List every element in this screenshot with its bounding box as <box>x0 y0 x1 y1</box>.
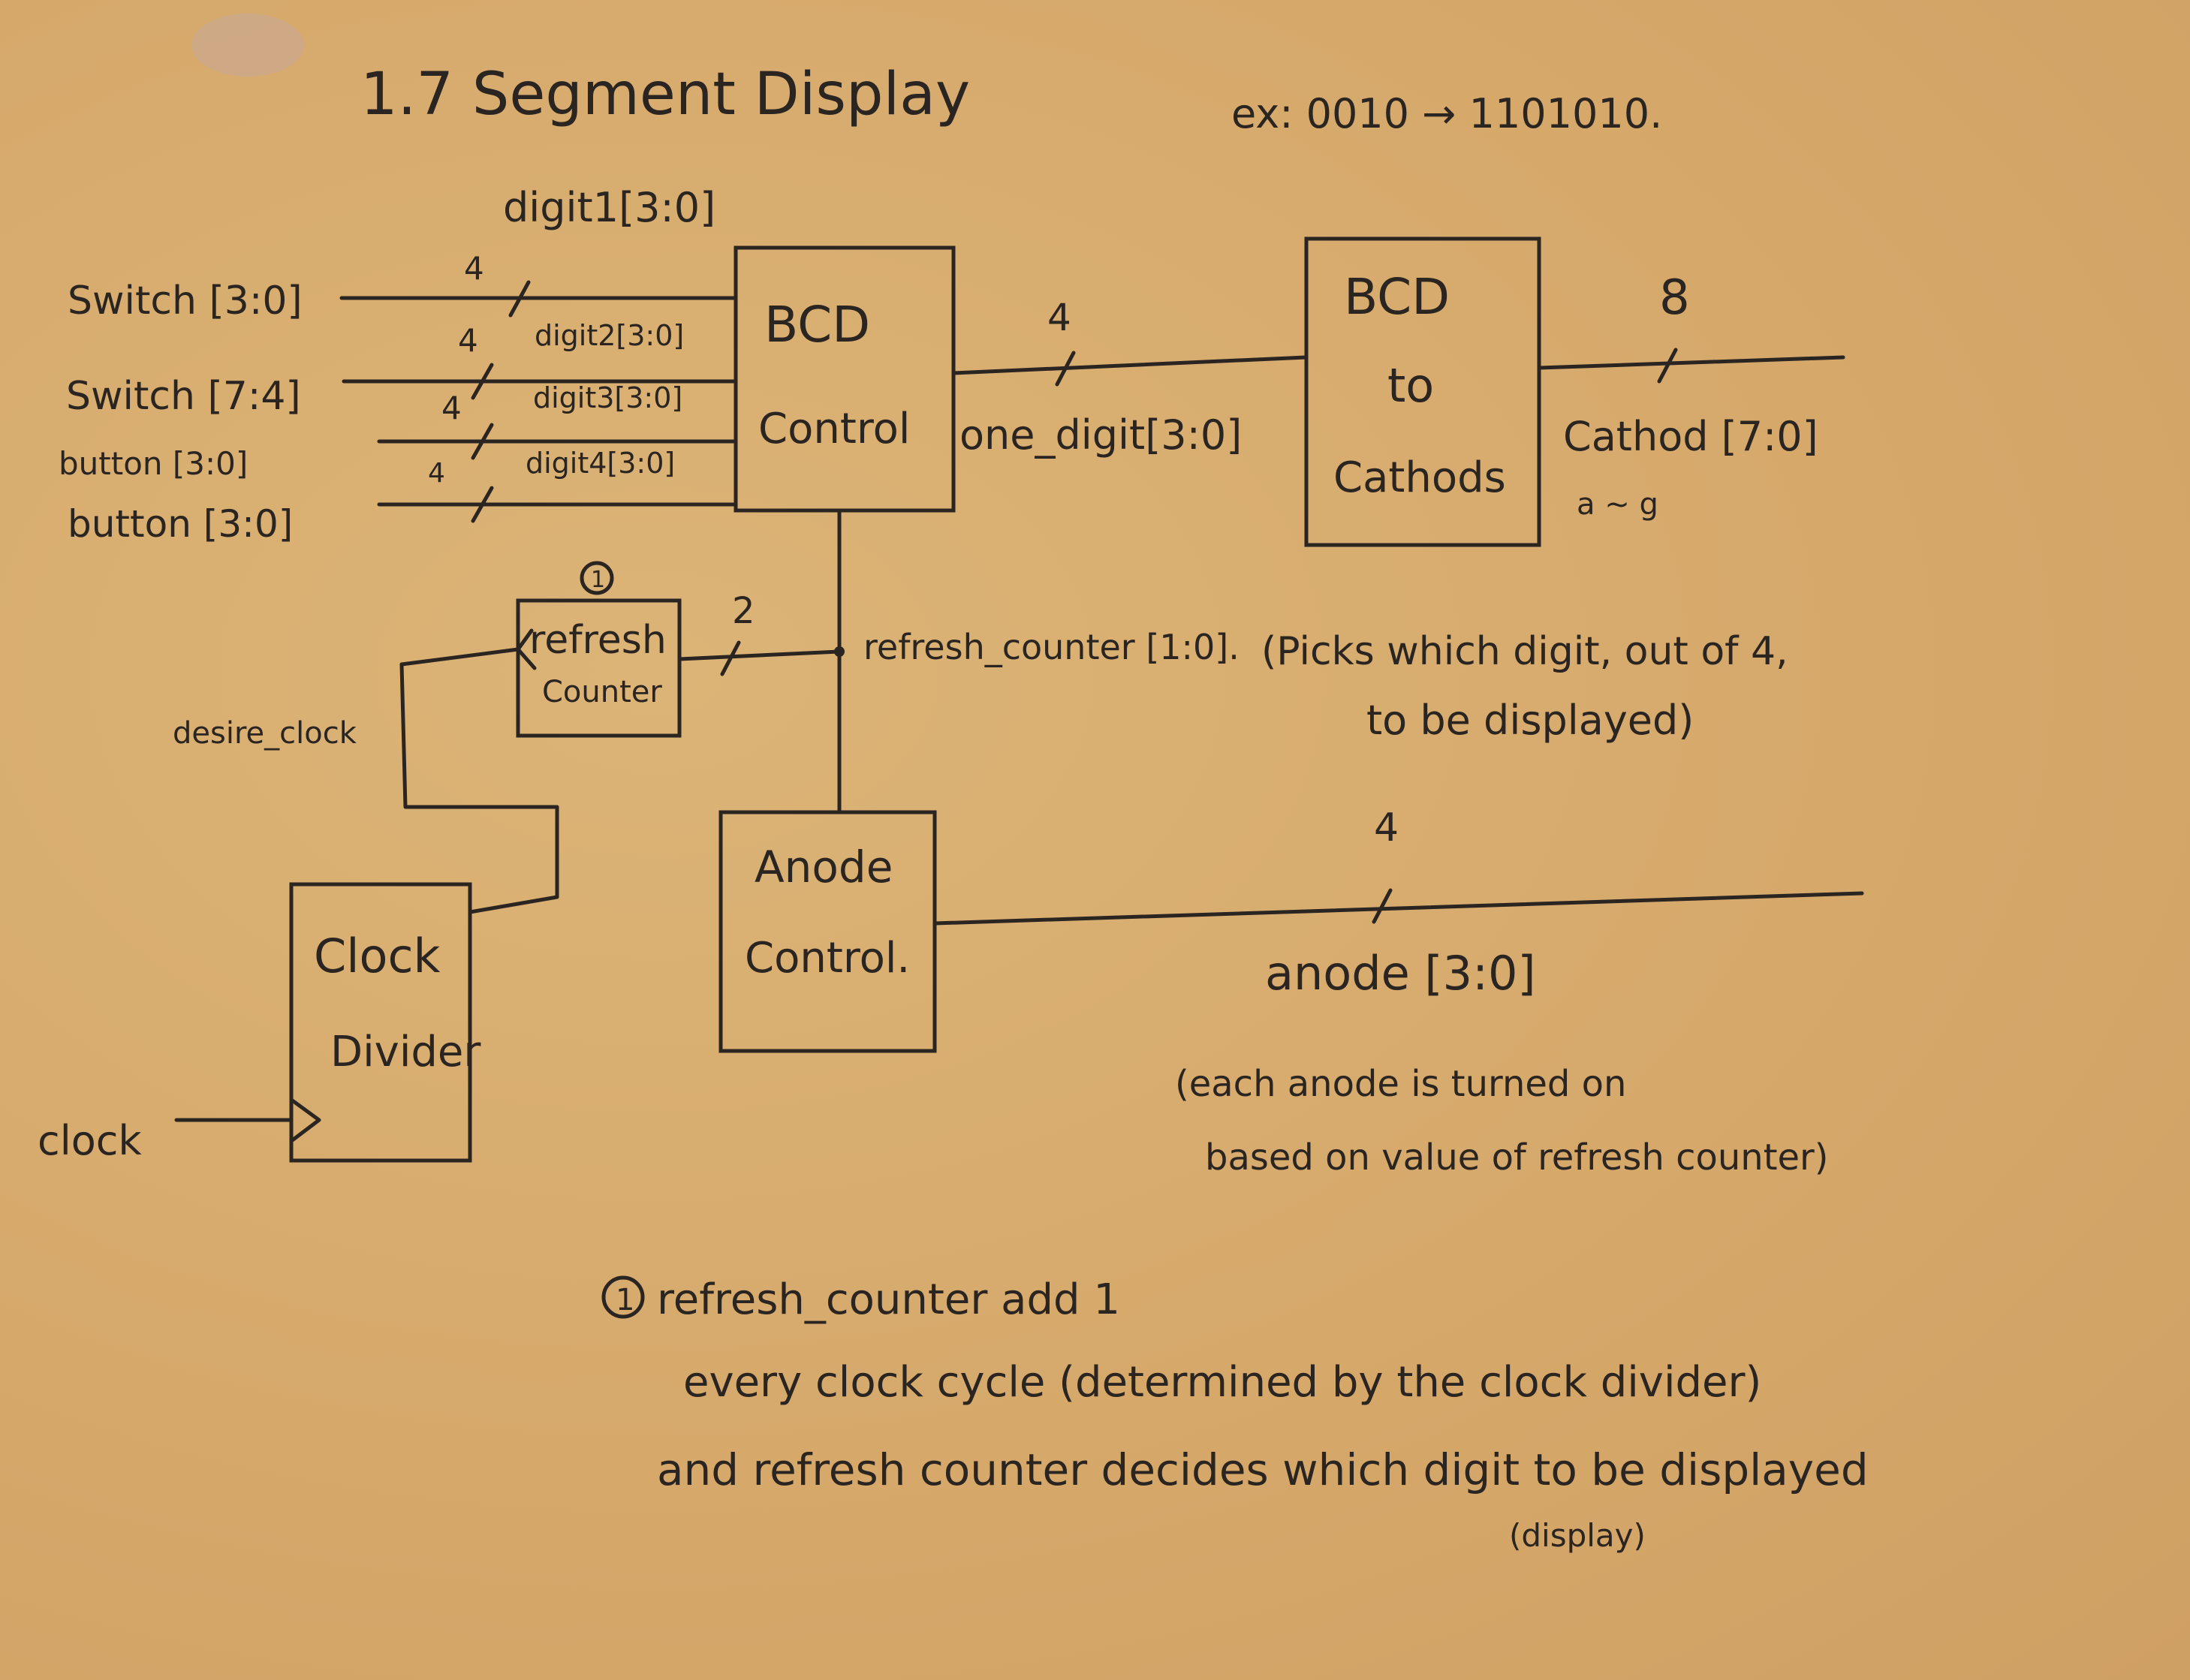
digit1-label: digit1[3:0] <box>503 184 715 231</box>
footnote-line4: (display) <box>1509 1517 1646 1554</box>
one-digit-width: 4 <box>1047 296 1071 339</box>
bcd-control-block <box>734 245 956 513</box>
refresh-note-line2: to be displayed) <box>1366 697 1694 744</box>
refresh-counter-block <box>516 598 682 738</box>
button-a-label: button [3:0] <box>59 445 248 482</box>
one-digit-label: one_digit[3:0] <box>959 411 1242 459</box>
cathode-bus <box>1537 348 1845 384</box>
desire-clock-wire <box>399 628 559 914</box>
bcd-control-label-2: Control <box>758 405 910 453</box>
anode-note-line1: (each anode is turned on <box>1175 1063 1626 1105</box>
refresh-signal-label: refresh_counter [1:0]. <box>863 627 1240 667</box>
bcd-to-cathode-label-2: to <box>1387 358 1434 413</box>
bus-width-2: 4 <box>458 322 478 359</box>
bcd-control-label-1: BCD <box>764 296 870 354</box>
button-b-bus <box>377 486 738 523</box>
bcd-to-cathode-block <box>1304 236 1541 547</box>
bcd-to-cathode-label-1: BCD <box>1344 268 1450 326</box>
switch-high-label: Switch [7:4] <box>66 374 301 419</box>
anode-bus <box>932 888 1864 926</box>
example-note: ex: 0010 → 1101010. <box>1231 90 1662 137</box>
refresh-counter-label-1: refresh <box>529 618 667 663</box>
desire-clock-label: desire_clock <box>173 716 357 751</box>
anode-label: anode [3:0] <box>1265 946 1536 1001</box>
bcd-to-cathode-label-3: Cathods <box>1333 453 1506 502</box>
digit3-label: digit3[3:0] <box>533 381 682 414</box>
clock-input-wire <box>174 1097 321 1143</box>
footnote-marker: 1 <box>616 1283 634 1317</box>
refresh-width: 2 <box>732 590 755 632</box>
footnote-line3: and refresh counter decides which digit … <box>657 1444 1869 1495</box>
bus-width-1: 4 <box>464 250 484 287</box>
switch-high-bus <box>342 363 738 400</box>
footnote-line1: refresh_counter add 1 <box>657 1275 1120 1324</box>
clock-divider-block <box>289 882 472 1163</box>
cathode-label: Cathod [7:0] <box>1563 413 1818 460</box>
refresh-marker-circle <box>580 561 614 595</box>
digit2-label: digit2[3:0] <box>535 319 684 352</box>
digit4-label: digit4[3:0] <box>526 447 675 480</box>
anode-control-label-2: Control. <box>745 934 910 983</box>
clock-divider-label-1: Clock <box>314 929 441 983</box>
refresh-counter-bus <box>677 640 842 676</box>
switch-low-bus <box>339 280 738 318</box>
button-b-label: button [3:0] <box>68 502 293 546</box>
refresh-junction <box>834 646 845 657</box>
bus-width-3: 4 <box>441 390 462 426</box>
refresh-note-line1: (Picks which digit, out of 4, <box>1261 629 1788 674</box>
anode-width: 4 <box>1374 805 1399 851</box>
anode-control-label-1: Anode <box>755 842 893 893</box>
anode-note-line2: based on value of refresh counter) <box>1205 1137 1829 1179</box>
one-digit-bus <box>951 351 1309 387</box>
clock-label: clock <box>38 1117 142 1164</box>
anode-control-block <box>718 810 937 1053</box>
switch-low-label: Switch [3:0] <box>68 278 303 324</box>
smudge-mark <box>191 14 304 77</box>
footnote-marker-circle <box>601 1275 645 1319</box>
cathode-range: a ~ g <box>1577 487 1658 522</box>
footnote-line2: every clock cycle (determined by the clo… <box>683 1358 1761 1407</box>
page-title: 1.7 Segment Display <box>360 61 970 128</box>
bus-width-4: 4 <box>428 458 445 489</box>
clock-divider-label-2: Divider <box>330 1028 481 1076</box>
button-a-bus <box>377 423 738 460</box>
cathode-width: 8 <box>1659 270 1690 326</box>
refresh-marker: 1 <box>591 567 605 593</box>
refresh-counter-label-2: Counter <box>542 675 662 709</box>
